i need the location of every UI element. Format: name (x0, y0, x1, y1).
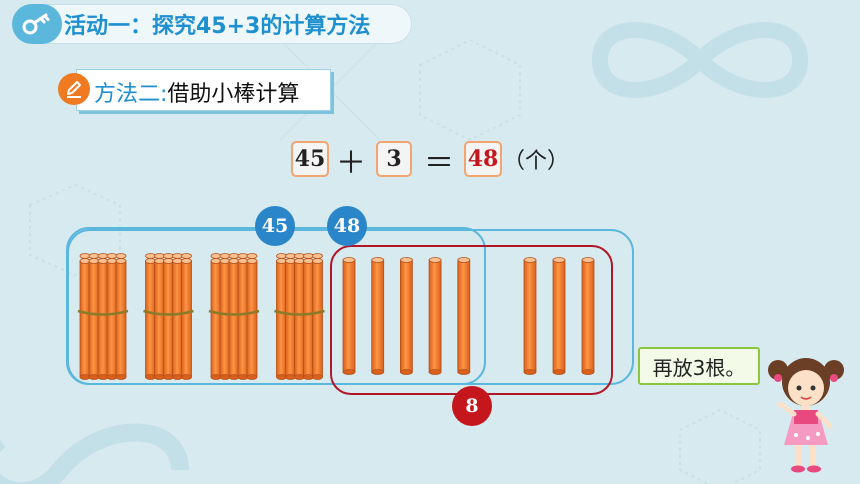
stick-end (228, 253, 240, 259)
added-stick (581, 257, 595, 375)
badge-45: 45 (255, 206, 295, 246)
stick-end (79, 253, 91, 259)
stick (163, 258, 174, 380)
bundle-tie (143, 309, 194, 316)
stick-end (106, 253, 118, 259)
stick-end (145, 253, 156, 259)
activity-title: 活动一：探究45+3的计算方法 (64, 14, 371, 39)
method-label-box (76, 69, 331, 111)
badge-48: 48 (327, 206, 367, 246)
speech-bubble: 再放3根。 (638, 347, 760, 385)
stick (97, 258, 109, 380)
added-stick (552, 257, 566, 375)
ten-bundle (274, 253, 325, 380)
stick (79, 258, 91, 380)
addend-1-box: 45 (291, 141, 329, 177)
ten-bundle (143, 253, 194, 380)
title-bar (14, 4, 412, 44)
stick (145, 258, 156, 380)
addend-2-box: 3 (376, 141, 412, 177)
stick-end (97, 253, 109, 259)
plus-sign: ＋ (336, 146, 366, 181)
unit-label: （个） (503, 149, 570, 174)
method-description: 借助小棒计算 (167, 82, 300, 107)
stick-end (88, 253, 100, 259)
method-prefix: 方法二: (94, 82, 168, 107)
stick-end (312, 253, 323, 259)
stick (88, 258, 100, 380)
stick (172, 258, 183, 380)
badge-ones: 8 (452, 386, 492, 426)
single-stick (457, 257, 471, 375)
pencil-icon (58, 73, 90, 105)
stick (276, 258, 287, 380)
stick (312, 258, 323, 380)
single-stick (399, 257, 413, 375)
stick (181, 258, 192, 380)
method-title: 方法二:借助小棒计算 (94, 76, 299, 108)
stick-end (276, 253, 287, 259)
stick (303, 258, 314, 380)
stick-end (172, 253, 183, 259)
stick-end (246, 253, 258, 259)
stick (106, 258, 118, 380)
bundle-tie (208, 309, 260, 316)
stick-end (154, 253, 165, 259)
ten-bundle (208, 253, 260, 380)
stick (285, 258, 296, 380)
stick-end (285, 253, 296, 259)
stick-end (219, 253, 231, 259)
stick-end (163, 253, 174, 259)
single-stick (371, 257, 385, 375)
stick (246, 258, 258, 380)
stick (219, 258, 231, 380)
bundle-tie (274, 309, 325, 316)
key-icon (12, 4, 62, 44)
stick (154, 258, 165, 380)
stick (237, 258, 249, 380)
bundle-tie (77, 309, 129, 316)
stick-end (181, 253, 192, 259)
stick-end (303, 253, 314, 259)
single-stick (428, 257, 442, 375)
stick-end (210, 253, 222, 259)
stick (115, 258, 127, 380)
stick (228, 258, 240, 380)
stick (294, 258, 305, 380)
result-box: 48 (464, 141, 502, 177)
girl-illustration (768, 358, 844, 473)
single-sticks (342, 257, 595, 375)
stick-end (237, 253, 249, 259)
outline-45 (66, 227, 486, 385)
stick-end (115, 253, 127, 259)
equals-sign: ＝ (424, 146, 454, 181)
ten-bundles (77, 253, 325, 380)
added-stick (523, 257, 537, 375)
stick-end (294, 253, 305, 259)
ten-bundle (77, 253, 129, 380)
stick (210, 258, 222, 380)
single-stick (342, 257, 356, 375)
